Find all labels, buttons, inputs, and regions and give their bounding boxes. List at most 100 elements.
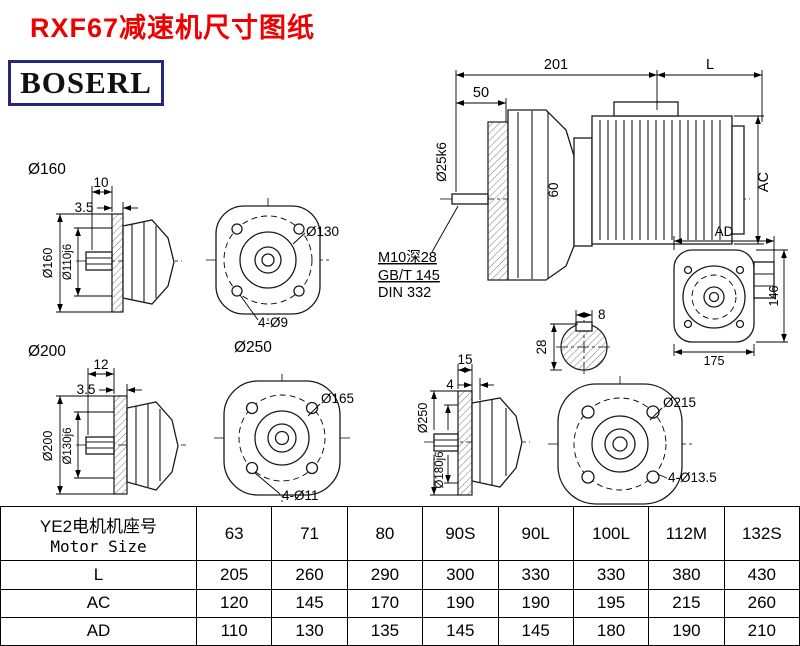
dim-28: 28 xyxy=(534,339,549,354)
motor-adapter xyxy=(573,137,593,247)
table-header-row: YE2电机机座号 Motor Size 63 71 80 90S 90L 100… xyxy=(0,505,800,562)
note-din332: DIN 332 xyxy=(378,285,431,301)
table-cell: 190 xyxy=(497,588,574,618)
dim-AC: AC xyxy=(756,172,772,192)
bolt-hole xyxy=(581,470,595,484)
table-row-AC: AC 120 145 170 190 190 195 215 260 xyxy=(0,588,800,618)
bolt-hole xyxy=(245,401,259,415)
bolt-hole xyxy=(581,405,595,419)
keyway xyxy=(575,321,593,332)
table-cell: 260 xyxy=(271,560,348,590)
bolt-hole xyxy=(245,461,259,475)
dim-60: 60 xyxy=(546,182,561,197)
flange250-side-view: 15 4 Ø250 Ø180j6 xyxy=(416,352,530,496)
header-en: Motor Size xyxy=(50,536,147,556)
motor-body xyxy=(591,115,733,245)
bolt-hole xyxy=(293,285,305,297)
caption-250: Ø250 xyxy=(234,339,272,356)
dim-L: L xyxy=(706,57,714,73)
bolt-circle-215 xyxy=(573,397,667,491)
table-cell: 430 xyxy=(723,560,800,590)
dim-8: 8 xyxy=(598,307,606,322)
dim-AD: AD xyxy=(715,224,734,239)
reducer-rear-view: AD 146 175 xyxy=(673,224,788,368)
input-shaft xyxy=(451,193,489,205)
row-label: AD xyxy=(0,616,197,646)
dim-shaft-diameter: Ø25k6 xyxy=(434,142,449,182)
table-cell: 215 xyxy=(648,588,725,618)
technical-drawing-canvas: 201 L 50 Ø25k6 60 AC M10深28 GB/T 145 DIN… xyxy=(28,57,788,505)
bolt-circle-165 xyxy=(238,394,326,482)
dim-10: 10 xyxy=(93,175,108,190)
flange250-front-view: Ø250 Ø165 4-Ø11 xyxy=(214,339,354,503)
bolt-hole xyxy=(305,401,319,415)
table-cell: 380 xyxy=(648,560,725,590)
flange215-front-view: Ø215 4-Ø13.5 xyxy=(548,376,717,505)
dimension-table: YE2电机机座号 Motor Size 63 71 80 90S 90L 100… xyxy=(0,505,800,646)
fan-cover xyxy=(731,125,745,235)
caption-160: Ø160 xyxy=(28,161,66,178)
page-title: RXF67减速机尺寸图纸 xyxy=(30,13,316,43)
label-d130: Ø130 xyxy=(306,224,339,239)
table-row-L: L 205 260 290 300 330 330 380 430 xyxy=(0,560,800,590)
table-cell: 190 xyxy=(648,616,725,646)
gearmotor-side-view: 201 L 50 Ø25k6 60 AC M10深28 GB/T 145 DIN… xyxy=(378,57,772,301)
table-cell: 135 xyxy=(346,616,424,646)
flange200-side-view: Ø200 12 3.5 Ø200 Ø130j6 xyxy=(28,343,186,495)
col-63: 63 xyxy=(195,505,273,562)
col-132s: 132S xyxy=(723,505,800,562)
bolt-hole xyxy=(646,405,660,419)
dim-d130j6: Ø130j6 xyxy=(62,427,74,464)
bolt-hole xyxy=(293,223,305,235)
dim-12: 12 xyxy=(93,357,108,372)
note-m10: M10深28 xyxy=(378,249,437,266)
col-100l: 100L xyxy=(572,505,650,562)
row-label: L xyxy=(0,560,197,590)
dim-d250: Ø250 xyxy=(416,403,430,434)
housing xyxy=(126,401,179,491)
table-cell: 110 xyxy=(195,616,273,646)
label-4xd9: 4-Ø9 xyxy=(258,315,288,330)
mount-flange-section xyxy=(487,121,509,281)
table-cell: 330 xyxy=(572,560,650,590)
table-cell: 195 xyxy=(572,588,650,618)
table-row-AD: AD 110 130 135 145 145 180 190 210 xyxy=(0,616,800,646)
label-4xd13-5: 4-Ø13.5 xyxy=(668,470,717,485)
flange-section xyxy=(111,213,124,313)
motor-size-header: YE2电机机座号 Motor Size xyxy=(0,505,197,562)
logo-text: BOSERL xyxy=(20,65,152,100)
table-cell: 300 xyxy=(422,560,499,590)
housing xyxy=(122,219,175,305)
label-4xd11: 4-Ø11 xyxy=(282,488,319,503)
note-gbt145: GB/T 145 xyxy=(378,268,440,284)
table-cell: 330 xyxy=(497,560,574,590)
table-cell: 205 xyxy=(195,560,273,590)
header-cn: YE2电机机座号 xyxy=(39,516,158,536)
col-112m: 112M xyxy=(648,505,725,562)
bolt-hole xyxy=(231,285,243,297)
flange160-side-view: Ø160 10 3.5 Ø160 Ø110j6 xyxy=(28,161,182,313)
bolt-hole xyxy=(231,223,243,235)
dim-175: 175 xyxy=(704,354,725,368)
dim-201: 201 xyxy=(544,57,568,73)
output-shaft xyxy=(85,251,113,271)
dim-146: 146 xyxy=(767,286,781,307)
output-shaft xyxy=(85,436,115,455)
dim-d110j6: Ø110j6 xyxy=(62,244,74,280)
caption-200: Ø200 xyxy=(28,343,66,360)
dim-d180j6: Ø180j6 xyxy=(434,451,446,488)
bolt-circle-130 xyxy=(223,215,313,305)
col-71: 71 xyxy=(271,505,348,562)
dim-4: 4 xyxy=(446,377,454,392)
terminal-box xyxy=(613,101,679,117)
row-label: AC xyxy=(0,588,197,618)
table-cell: 210 xyxy=(723,616,800,646)
flange130-front-view: Ø130 4-Ø9 xyxy=(206,198,339,330)
col-90l: 90L xyxy=(497,505,574,562)
key-cross-section: 8 28 xyxy=(534,307,612,376)
col-90s: 90S xyxy=(422,505,499,562)
table-cell: 130 xyxy=(271,616,348,646)
col-80: 80 xyxy=(346,505,424,562)
dim-3-5: 3.5 xyxy=(77,382,96,397)
